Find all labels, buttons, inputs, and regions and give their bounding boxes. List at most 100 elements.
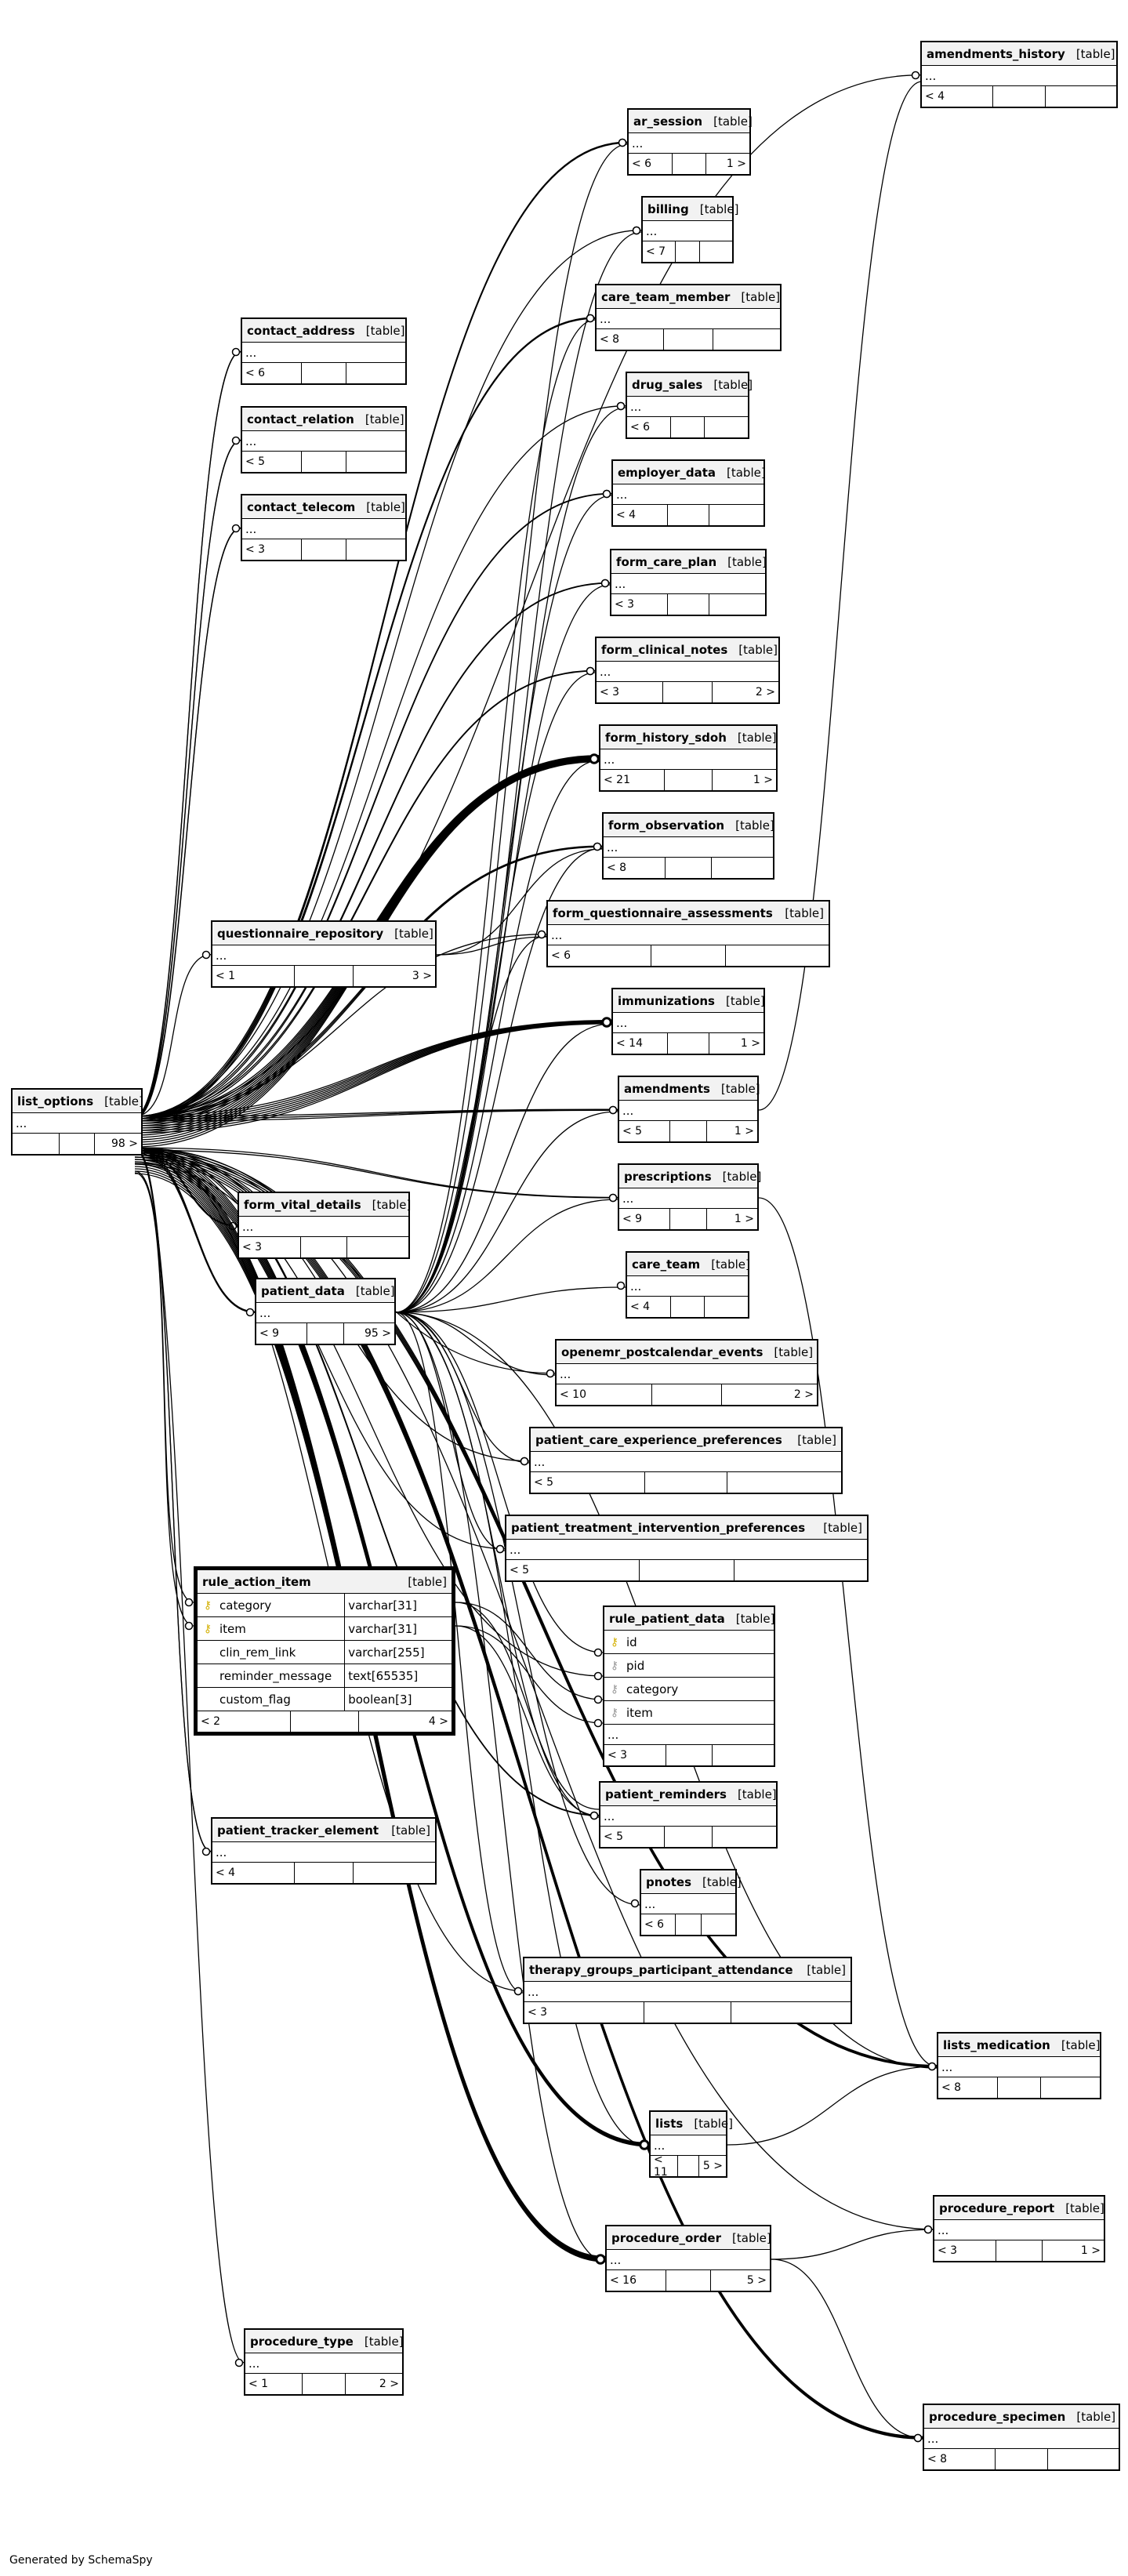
children-count[interactable]: 95 > [365, 1327, 392, 1340]
table-name[interactable]: list_options [17, 1094, 94, 1108]
children-count[interactable] [709, 594, 765, 615]
parents-count[interactable]: < 1 [245, 2374, 303, 2394]
table-name[interactable]: form_observation [608, 818, 725, 833]
column-item[interactable]: ⚷item [604, 1701, 774, 1725]
table-form_questionnaire_assessments[interactable]: form_questionnaire_assessments[table]...… [546, 900, 830, 967]
table-name[interactable]: patient_tracker_element [217, 1823, 379, 1838]
parents-count[interactable]: < 9 [256, 1323, 307, 1344]
column-category[interactable]: ⚷category [604, 1678, 774, 1701]
children-count[interactable] [712, 858, 773, 878]
table-name[interactable]: procedure_specimen [929, 2409, 1066, 2424]
table-patient_care_experience_preferences[interactable]: patient_care_experience_preferences[tabl… [529, 1427, 843, 1494]
parents-count[interactable]: < 7 [643, 241, 676, 262]
children-count[interactable]: 2 > [379, 2378, 399, 2390]
parents-count[interactable]: < 5 [619, 1121, 670, 1141]
parents-count[interactable]: < 6 [629, 154, 673, 174]
table-name[interactable]: care_team [632, 1257, 701, 1272]
children-count[interactable] [705, 1297, 748, 1317]
table-list_options[interactable]: list_options[table]...98 > [11, 1088, 143, 1156]
table-name[interactable]: pnotes [646, 1874, 691, 1889]
table-name[interactable]: lists_medication [943, 2037, 1050, 2052]
table-name[interactable]: openemr_postcalendar_events [561, 1344, 763, 1359]
table-pnotes[interactable]: pnotes[table]...< 6 [640, 1869, 742, 1936]
table-employer_data[interactable]: employer_data[table]...< 4 [611, 459, 766, 527]
table-name[interactable]: therapy_groups_participant_attendance [529, 1962, 793, 1977]
children-count[interactable] [709, 505, 763, 525]
parents-count[interactable]: < 11 [651, 2153, 678, 2179]
parents-count[interactable]: < 1 [212, 966, 295, 986]
parents-count[interactable]: < 3 [239, 1237, 302, 1257]
table-openemr_postcalendar_events[interactable]: openemr_postcalendar_events[table]...< 1… [555, 1339, 818, 1406]
parents-count[interactable]: < 2 [198, 1711, 292, 1732]
table-name[interactable]: rule_patient_data [609, 1611, 725, 1626]
table-name[interactable]: patient_treatment_intervention_preferenc… [511, 1520, 806, 1535]
table-name[interactable]: questionnaire_repository [217, 926, 384, 941]
parents-count[interactable]: < 9 [619, 1209, 670, 1229]
table-name[interactable]: contact_address [247, 323, 355, 338]
table-name[interactable]: contact_telecom [247, 499, 356, 514]
children-count[interactable] [700, 241, 732, 262]
table-patient_treatment_intervention_preferences[interactable]: patient_treatment_intervention_preferenc… [505, 1515, 869, 1582]
parents-count[interactable]: < 6 [627, 417, 672, 437]
table-name[interactable]: procedure_report [939, 2200, 1055, 2215]
children-count[interactable] [346, 363, 405, 383]
children-count[interactable]: 2 > [793, 1388, 814, 1401]
table-patient_tracker_element[interactable]: patient_tracker_element[table]...< 4 [211, 1817, 437, 1885]
table-name[interactable]: drug_sales [632, 377, 703, 392]
table-name[interactable]: ar_session [633, 114, 703, 129]
children-count[interactable] [1041, 2077, 1100, 2098]
table-patient_reminders[interactable]: patient_reminders[table]...< 5 [599, 1781, 778, 1849]
children-count[interactable] [702, 1914, 735, 1935]
children-count[interactable]: 4 > [428, 1715, 449, 1728]
parents-count[interactable]: < 4 [613, 505, 669, 525]
children-count[interactable] [713, 1827, 776, 1847]
children-count[interactable] [713, 329, 780, 350]
parents-count[interactable]: < 6 [548, 945, 651, 966]
parents-count[interactable]: < 6 [242, 363, 303, 383]
table-therapy_groups_participant_attendance[interactable]: therapy_groups_participant_attendance[ta… [523, 1957, 852, 2024]
children-count[interactable] [354, 1863, 435, 1883]
table-name[interactable]: prescriptions [624, 1169, 712, 1184]
table-rule_patient_data[interactable]: rule_patient_data [table] ⚷id⚷pid⚷catego… [603, 1605, 775, 1767]
table-name[interactable]: patient_data [261, 1283, 345, 1298]
children-count[interactable]: 1 > [726, 158, 746, 170]
children-count[interactable] [346, 539, 405, 560]
children-count[interactable] [346, 452, 405, 472]
children-count[interactable] [726, 945, 829, 966]
table-name[interactable]: amendments [624, 1081, 710, 1096]
table-care_team[interactable]: care_team[table]...< 4 [626, 1251, 750, 1319]
table-name[interactable]: patient_reminders [605, 1787, 727, 1801]
table-name[interactable]: rule_action_item [202, 1574, 311, 1589]
table-name[interactable]: form_history_sdoh [605, 730, 727, 745]
children-count[interactable]: 1 > [1080, 2244, 1101, 2257]
parents-count[interactable]: < 8 [938, 2077, 998, 2098]
table-name[interactable]: form_vital_details [244, 1197, 361, 1212]
parents-count[interactable]: < 8 [924, 2449, 996, 2469]
parents-count[interactable]: < 4 [627, 1297, 672, 1317]
children-count[interactable]: 1 > [734, 1213, 755, 1225]
parents-count[interactable]: < 4 [922, 86, 994, 107]
parents-count[interactable]: < 8 [597, 329, 665, 350]
children-count[interactable] [705, 417, 748, 437]
parents-count[interactable]: < 3 [524, 2002, 645, 2023]
table-billing[interactable]: billing[table]...< 7 [641, 196, 738, 263]
children-count[interactable]: 5 > [702, 2160, 723, 2172]
children-count[interactable]: 5 > [746, 2274, 767, 2287]
table-name[interactable]: form_care_plan [616, 554, 717, 569]
table-lists_medication[interactable]: lists_medication[table]...< 8 [937, 2032, 1101, 2099]
column-pid[interactable]: ⚷pid [604, 1654, 774, 1678]
children-count[interactable] [734, 1560, 867, 1580]
table-drug_sales[interactable]: drug_sales[table]...< 6 [626, 372, 753, 439]
